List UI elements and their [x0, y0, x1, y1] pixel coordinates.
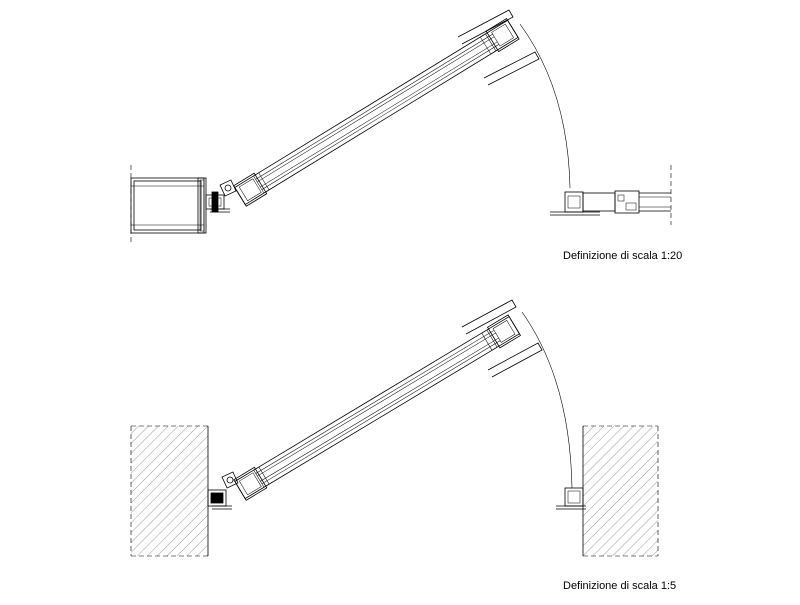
scale-caption-bottom: Definizione di scala 1:5 [563, 580, 677, 592]
top-swing-arc [519, 23, 571, 189]
bottom-left-jamb [207, 489, 232, 510]
top-hinge [219, 179, 237, 197]
left-jamb-profile [205, 191, 230, 213]
bottom-drawing [130, 299, 659, 557]
top-leaf-stops [457, 9, 540, 86]
left-masonry [130, 425, 209, 557]
bottom-door-leaf [233, 314, 522, 501]
top-drawing [130, 9, 672, 243]
bottom-right-jamb [556, 487, 586, 510]
bottom-swing-arc [521, 311, 573, 489]
scale-caption-top: Definizione di scala 1:20 [563, 250, 683, 262]
top-door-leaf [233, 18, 520, 207]
bottom-leaf-stops [461, 299, 543, 378]
right-masonry [582, 425, 659, 557]
left-wall-frame [130, 165, 207, 243]
bottom-hinge [221, 471, 239, 489]
right-jamb-frame [550, 165, 672, 225]
